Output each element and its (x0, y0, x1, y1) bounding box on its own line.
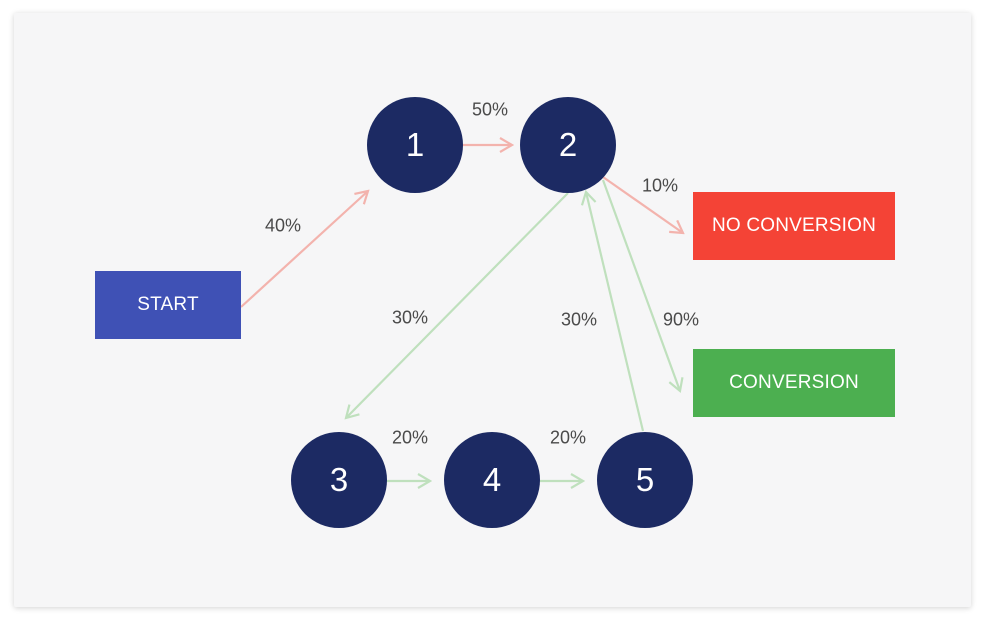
edge-label-2-to-conversion: 90% (662, 309, 700, 330)
edge-2-to-conversion (601, 179, 680, 391)
edge-label-4-to-5: 20% (549, 427, 587, 448)
edge-label-2-to-3: 30% (391, 307, 429, 328)
edge-label-5-to-2: 30% (560, 309, 598, 330)
node-1: 1 (367, 97, 463, 193)
edge-5-to-2 (586, 192, 645, 432)
conversion-box: CONVERSION (693, 349, 895, 417)
node-3: 3 (291, 432, 387, 528)
no-conversion-box: NO CONVERSION (693, 192, 895, 260)
node-2: 2 (520, 97, 616, 193)
edge-start-to-1 (240, 191, 368, 308)
edge-label-1-to-2: 50% (471, 99, 509, 120)
edge-label-2-to-no-conversion: 10% (641, 175, 679, 196)
node-5: 5 (597, 432, 693, 528)
node-4: 4 (444, 432, 540, 528)
edge-label-3-to-4: 20% (391, 427, 429, 448)
edge-label-start-to-1: 40% (264, 215, 302, 236)
edge-2-to-3 (346, 192, 569, 418)
start-box: START (95, 271, 241, 339)
edge-2-to-no-conversion (602, 176, 683, 233)
